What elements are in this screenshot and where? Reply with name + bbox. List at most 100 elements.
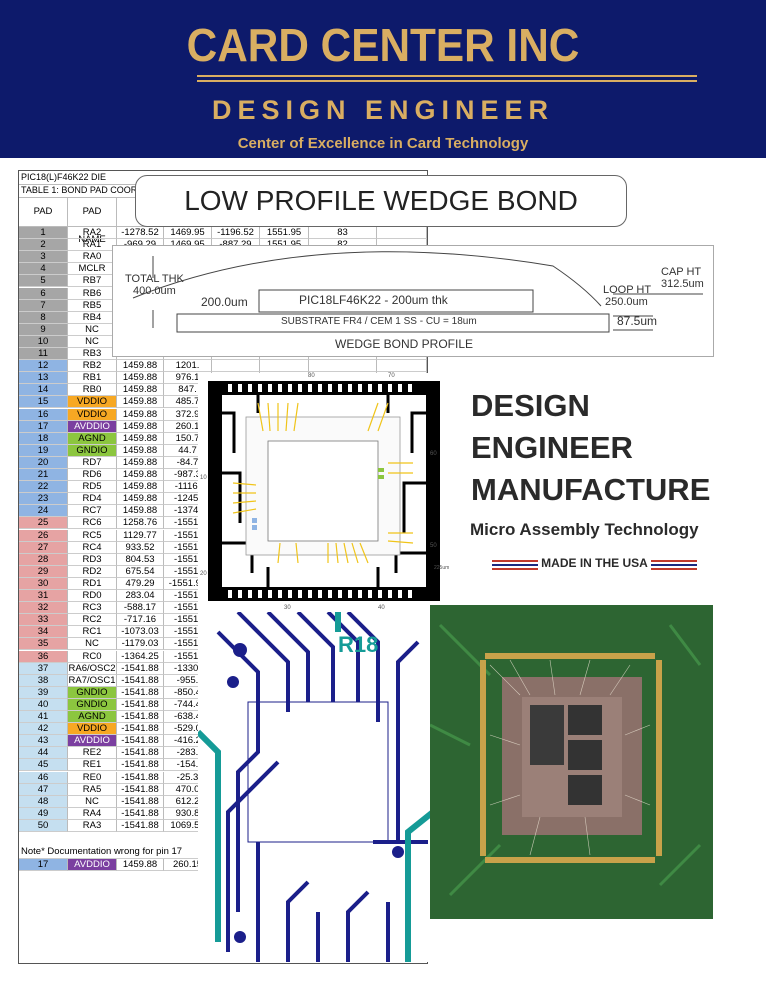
pad-name-cell: RC0 [68,650,117,663]
pad-name-cell: RD2 [68,565,117,578]
x1-cell: -1541.88 [117,662,164,675]
pad-name-cell: GNDIO [68,686,117,699]
pad-name-cell: RE1 [68,759,117,772]
pad-number-cell: 22 [19,481,68,494]
pad-name-cell: VDDIO [68,408,117,421]
pad-number-cell: 39 [19,686,68,699]
pad-number-cell: 42 [19,723,68,736]
pad-name-cell: RD1 [68,577,117,590]
pad-number-cell: 16 [19,408,68,421]
pad-name-cell: RB3 [68,348,117,360]
pad-name-cell: RC7 [68,505,117,518]
pad-number-cell: 6 [19,287,68,300]
pad-name-cell: RE0 [68,771,117,784]
x1-cell: 1459.88 [117,493,164,506]
pad-name-cell: RC6 [68,517,117,530]
pad-name-cell: VDDIO [68,723,117,736]
pad-number-cell: 36 [19,650,68,663]
x1-cell: -1541.88 [117,686,164,699]
right-heading-engineer: ENGINEER [471,430,633,465]
pad-number-cell: 11 [19,348,68,360]
pad-name-cell: RD6 [68,469,117,481]
pad-name-cell: RD5 [68,481,117,494]
die-thk-label: PIC18LF46K22 - 200um thk [299,293,448,307]
die-label-60: 60 [430,451,437,457]
pad-name-cell: RC1 [68,626,117,639]
pad-number-cell: 24 [19,505,68,518]
y1-cell: 1201. [164,360,212,373]
pcb-drawing [198,612,433,962]
loop-ht-label: LOOP HT [603,284,652,296]
die-label-50: 50 [430,543,437,549]
x1-cell: -1541.88 [117,723,164,736]
x1-cell: 479.29 [117,577,164,590]
pad-name-cell: RB2 [68,360,117,373]
x1-cell: -1278.52 [117,227,164,239]
x1-cell: 1129.77 [117,529,164,542]
die-label-30: 30 [284,605,291,611]
pad-name-cell: RA0 [68,251,117,264]
pad-name-cell: RC2 [68,614,117,627]
pad-name-cell: RA5 [68,783,117,796]
pad-number-cell: 48 [19,795,68,808]
pad-number-cell: 13 [19,372,68,385]
x1-cell: -1541.88 [117,735,164,748]
pad-name-cell: NC [68,795,117,808]
pad-name-cell: RA6/OSC2 [68,662,117,675]
x1-cell: 1459.88 [117,420,164,433]
pad-name-cell: RB6 [68,287,117,300]
pad-number-cell: 23 [19,493,68,506]
x1-cell: 1459.88 [117,384,164,397]
pcb-r18-label: R18 [338,632,379,657]
pad-name-cell: RB1 [68,372,117,385]
cap-ht-value: 312.5um [661,278,704,290]
pad-number-cell: 7 [19,299,68,312]
pad-name-cell: GNDIO [68,444,117,457]
x1-cell: -1541.88 [117,759,164,772]
x1-cell: 1459.88 [117,859,164,871]
pad-number-cell: 17 [19,859,68,871]
x1-cell: 1459.88 [117,360,164,373]
x1-cell: -1541.88 [117,819,164,832]
pad-number-cell: 21 [19,469,68,481]
pad-number-cell: 47 [19,783,68,796]
x1-cell: 675.54 [117,565,164,578]
x1-cell: 1459.88 [117,469,164,481]
x1-cell: -1541.88 [117,674,164,687]
right-heading-manufacture: MANUFACTURE [471,472,711,507]
right-heading-design: DESIGN [471,388,590,423]
profile-drawing [132,251,703,333]
x1-cell: 1459.88 [117,444,164,457]
pad-number-cell: 27 [19,541,68,554]
pad-number-cell: 4 [19,263,68,276]
pad-name-cell: RA2 [68,227,117,239]
pad-number-cell: 5 [19,275,68,288]
pad-name-cell: RA7/OSC1 [68,674,117,687]
x1-cell: 1459.88 [117,432,164,445]
x1-cell: -1541.88 [117,771,164,784]
pad-number-cell: 34 [19,626,68,639]
micro-assembly-tagline: Micro Assembly Technology [470,520,699,539]
x1-cell: -1541.88 [117,698,164,711]
pad-number-cell: 25 [19,517,68,530]
pad-name-cell: MCLR [68,263,117,276]
pad-name-cell: RD4 [68,493,117,506]
pad-number-cell: 28 [19,553,68,566]
pad-name-cell: RB7 [68,275,117,288]
chip-on-board-photo [430,605,713,919]
pad-number-cell: 50 [19,819,68,832]
substrate-label: SUBSTRATE FR4 / CEM 1 SS - CU = 18um [281,316,477,327]
x1-cell: -717.16 [117,614,164,627]
header-subtitle: DESIGN ENGINEER [211,95,555,125]
pad-number-cell: 46 [19,771,68,784]
pad-number-cell: 19 [19,444,68,457]
die-label-20: 20 [200,571,207,577]
pad-name-cell: AVDDIO [68,420,117,433]
die-size-label: 225um [434,565,450,571]
